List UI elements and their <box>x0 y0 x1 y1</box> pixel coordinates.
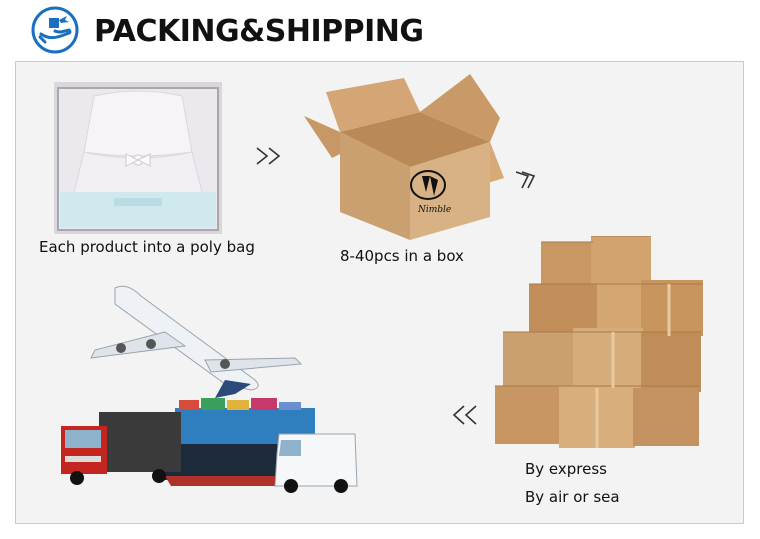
globe-hand-plane-icon <box>31 6 79 54</box>
stacked-cartons-image <box>493 236 705 451</box>
step-caption-carton: 8-40pcs in a box <box>340 247 464 265</box>
transport-vehicles-image <box>55 280 375 500</box>
open-carton-box-image: Nimble <box>300 72 505 242</box>
page-title: PACKING&SHIPPING <box>94 14 424 49</box>
header: PACKING&SHIPPING <box>0 0 760 62</box>
double-chevron-right-icon <box>255 146 283 166</box>
double-chevron-down-right-icon <box>512 170 542 194</box>
step-caption-express: By express <box>525 460 607 478</box>
double-chevron-left-icon <box>450 404 480 426</box>
red-truck-icon <box>61 412 181 485</box>
airplane-icon <box>90 285 303 398</box>
step-caption-air-sea: By air or sea <box>525 488 620 506</box>
poly-bag-dress-image <box>54 82 222 234</box>
svg-text:Nimble: Nimble <box>417 205 451 215</box>
white-van-icon <box>274 433 358 493</box>
step-caption-poly-bag: Each product into a poly bag <box>39 238 255 256</box>
